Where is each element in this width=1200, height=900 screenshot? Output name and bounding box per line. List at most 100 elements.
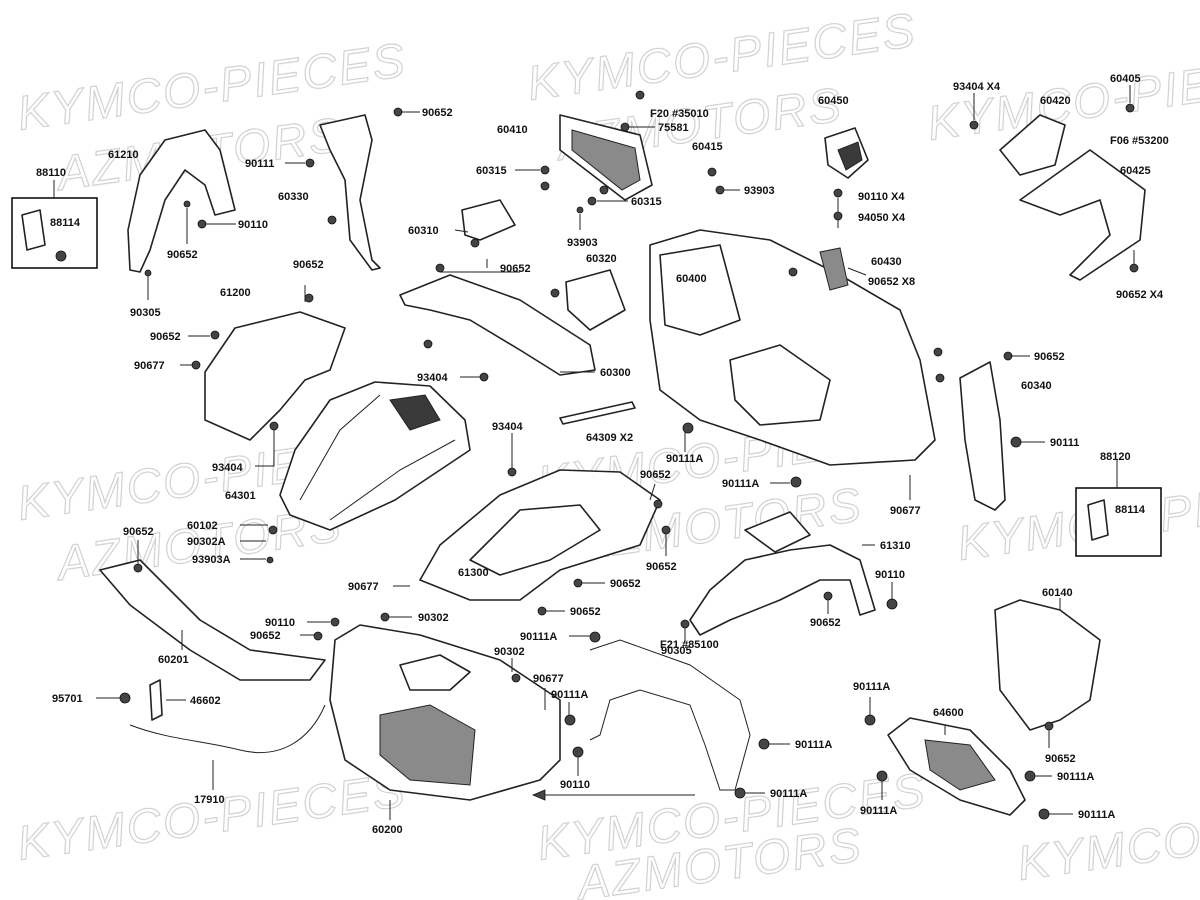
part-label: F20 #35010 <box>650 108 709 120</box>
bolt <box>380 612 390 622</box>
bolt <box>758 738 770 750</box>
bolt <box>470 238 480 248</box>
part-f21-bumper-guard <box>589 639 751 791</box>
bolt <box>682 422 694 434</box>
part-label: 88114 <box>1115 504 1146 516</box>
part-60320-cover <box>565 269 626 331</box>
part-label: 60410 <box>497 124 528 136</box>
part-label: 64301 <box>225 490 256 502</box>
bolt <box>653 499 663 509</box>
bolt <box>1038 808 1050 820</box>
bolt <box>1010 436 1022 448</box>
part-label: 90111A <box>795 739 832 751</box>
bolt <box>635 90 645 100</box>
part-60340-side-panel <box>959 361 1006 511</box>
part-label: 90677 <box>134 360 165 372</box>
part-label: 94050 X4 <box>858 212 906 224</box>
part-64301-hood <box>279 381 471 531</box>
part-label: 90652 <box>610 578 641 590</box>
part-label: 90111A <box>860 805 897 817</box>
bolt <box>790 476 802 488</box>
part-60201-front-flare <box>99 559 326 681</box>
arrowhead <box>531 789 546 801</box>
bolt <box>1024 770 1036 782</box>
part-label: 17910 <box>194 794 225 806</box>
part-label: 90111A <box>770 788 807 800</box>
part-label: 60300 <box>600 367 631 379</box>
bolt <box>330 617 340 627</box>
part-label: 90110 <box>560 779 590 791</box>
part-label: 95701 <box>52 693 83 705</box>
part-label: 90652 <box>1045 753 1076 765</box>
bolt <box>511 673 521 683</box>
bolt <box>1003 351 1013 361</box>
part-label: 90110 <box>875 569 905 581</box>
part-60330-side-panel <box>319 114 381 271</box>
bolt <box>734 787 746 799</box>
bolt <box>620 122 630 132</box>
bolt <box>661 525 671 535</box>
part-label: 90652 X4 <box>1116 289 1164 301</box>
part-label: 60400 <box>676 273 707 285</box>
bolt <box>1125 103 1135 113</box>
part-label: 93903 <box>567 237 598 249</box>
part-label: 90302A <box>187 536 226 548</box>
leader-lines <box>53 85 1135 820</box>
part-17910-cable <box>129 704 326 754</box>
part-label: 61300 <box>458 567 489 579</box>
part-label: 90652 <box>810 617 841 629</box>
part-label: 60200 <box>372 824 403 836</box>
part-label: 60315 <box>476 165 507 177</box>
part-label: 90111A <box>666 453 703 465</box>
part-label: 90652 <box>167 249 198 261</box>
part-60425-frame <box>1019 149 1146 281</box>
bolt <box>507 467 517 477</box>
bolt <box>144 269 152 277</box>
bolt <box>266 556 274 564</box>
part-label: 60140 <box>1042 587 1073 599</box>
watermark: KYMCO-PIECES <box>1014 784 1200 891</box>
bolt <box>537 606 547 616</box>
bolt <box>969 120 979 130</box>
part-label: 90652 <box>640 469 671 481</box>
part-label: 61210 <box>108 149 139 161</box>
part-label: 93903A <box>192 554 231 566</box>
bolt <box>197 219 207 229</box>
bolt <box>393 107 403 117</box>
part-88114-mirror-right <box>1087 499 1109 541</box>
part-60310-cover <box>461 199 516 241</box>
bolt <box>435 263 445 273</box>
part-label: 90111A <box>551 689 588 701</box>
part-label: 90677 <box>890 505 921 517</box>
part-label: 60102 <box>187 520 218 532</box>
part-label: 90305 <box>661 645 692 657</box>
part-label: 90652 <box>422 107 453 119</box>
part-label: 90652 <box>500 263 531 275</box>
part-label: 93903 <box>744 185 775 197</box>
bolt <box>833 188 843 198</box>
bolt <box>479 372 489 382</box>
part-label: 61200 <box>220 287 251 299</box>
part-label: 93404 <box>417 372 448 384</box>
leader-line <box>847 267 867 276</box>
part-label: 93404 X4 <box>953 81 1001 93</box>
part-label: 90111A <box>1078 809 1115 821</box>
part-61200-front-inner-panel <box>204 311 346 441</box>
bolt <box>933 347 943 357</box>
part-label: 64309 X2 <box>586 432 633 444</box>
part-46602-bracket <box>149 679 163 721</box>
part-60400-seat-well <box>729 344 831 426</box>
part-label: 60415 <box>692 141 723 153</box>
part-label: 90111 <box>245 158 274 170</box>
bolt <box>268 525 278 535</box>
part-60200-logo-frame <box>399 654 471 691</box>
part-label: 90652 <box>123 526 154 538</box>
part-64301-crease <box>329 439 456 521</box>
part-label: 60430 <box>871 256 902 268</box>
bolt <box>680 619 690 629</box>
part-label: 88120 <box>1100 451 1131 463</box>
part-label: 90652 <box>1034 351 1065 363</box>
part-label: 61310 <box>880 540 911 552</box>
part-label: 90110 X4 <box>858 191 905 203</box>
part-61310-front-fender-right <box>689 544 876 636</box>
